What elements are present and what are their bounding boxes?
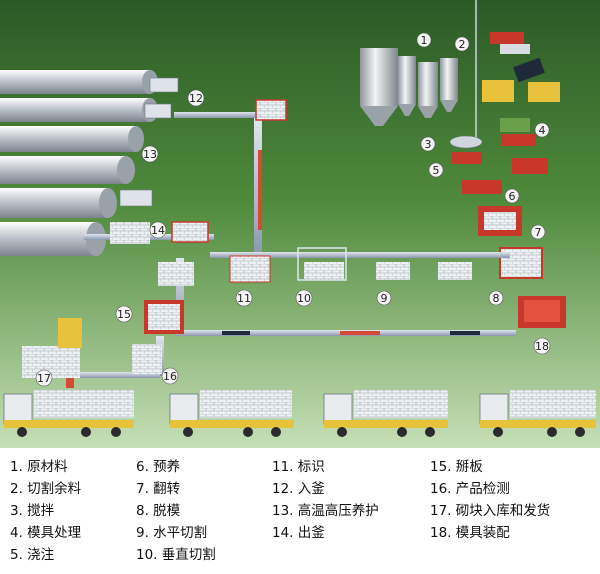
station-number: 14	[151, 224, 165, 237]
legend-item: 4. 模具处理	[10, 525, 82, 541]
station-marker-12: 12	[187, 89, 205, 107]
station-marker-6: 6	[504, 188, 520, 204]
station-number: 18	[535, 340, 549, 353]
legend-item: 15. 掰板	[430, 459, 483, 475]
legend-item: 10. 垂直切割	[136, 547, 216, 563]
station-marker-4: 4	[534, 122, 550, 138]
legend-column-2: 6. 预养 7. 翻转 8. 脱模 9. 水平切割 10. 垂直切割	[136, 456, 216, 566]
station-number: 16	[163, 370, 177, 383]
legend-item: 5. 浇注	[10, 547, 55, 563]
station-marker-15: 15	[115, 305, 133, 323]
autoclaves	[0, 70, 179, 256]
station-marker-18: 18	[533, 337, 551, 355]
legend-item: 11. 标识	[272, 459, 325, 475]
delivery-trucks	[3, 390, 596, 437]
station-marker-8: 8	[488, 290, 504, 306]
legend-item: 13. 高温高压养护	[272, 503, 379, 519]
station-marker-2: 2	[454, 36, 470, 52]
legend-item: 3. 搅拌	[10, 503, 55, 519]
station-number: 10	[297, 292, 311, 305]
legend-item: 12. 入釜	[272, 481, 325, 497]
legend-item: 9. 水平切割	[136, 525, 208, 541]
station-marker-17: 17	[35, 369, 53, 387]
station-marker-7: 7	[530, 224, 546, 240]
legend-column-1: 1. 原材料 2. 切割余料 3. 搅拌 4. 模具处理 5. 浇注	[10, 456, 81, 566]
station-number: 3	[425, 138, 432, 151]
legend-column-3: 11. 标识 12. 入釜 13. 高温高压养护 14. 出釜	[272, 456, 379, 544]
legend-item: 1. 原材料	[10, 459, 68, 475]
station-labels: 1 2 3 4 5 6 7 8 9 10 11 12 13 14 15 16 1…	[35, 32, 551, 387]
legend-item: 17. 砌块入库和发货	[430, 503, 551, 519]
station-number: 1	[421, 34, 428, 47]
station-marker-16: 16	[161, 367, 179, 385]
station-number: 7	[535, 226, 542, 239]
process-diagram: 1 2 3 4 5 6 7 8 9 10 11 12 13 14 15 16 1…	[0, 0, 600, 448]
mold-handling-machines	[482, 32, 560, 146]
legend-column-4: 15. 掰板 16. 产品检测 17. 砌块入库和发货 18. 模具装配	[430, 456, 550, 544]
station-marker-10: 10	[295, 289, 313, 307]
station-number: 4	[539, 124, 546, 137]
station-marker-3: 3	[420, 136, 436, 152]
process-legend: 1. 原材料 2. 切割余料 3. 搅拌 4. 模具处理 5. 浇注 6. 预养…	[0, 448, 600, 574]
block-stacks	[22, 99, 472, 378]
legend-item: 8. 脱模	[136, 503, 181, 519]
station-number: 5	[433, 164, 440, 177]
station-marker-9: 9	[376, 290, 392, 306]
station-number: 11	[237, 292, 251, 305]
station-number: 2	[459, 38, 466, 51]
station-number: 6	[509, 190, 516, 203]
legend-item: 7. 翻转	[136, 481, 181, 497]
station-marker-5: 5	[428, 162, 444, 178]
station-number: 8	[493, 292, 500, 305]
legend-item: 18. 模具装配	[430, 525, 510, 541]
legend-item: 2. 切割余料	[10, 481, 82, 497]
station-marker-11: 11	[235, 289, 253, 307]
casting-line	[452, 152, 566, 328]
station-number: 15	[117, 308, 131, 321]
station-marker-13: 13	[141, 145, 159, 163]
raw-material-silos	[360, 0, 483, 149]
station-number: 13	[143, 148, 157, 161]
station-number: 9	[381, 292, 388, 305]
legend-item: 6. 预养	[136, 459, 181, 475]
station-number: 12	[189, 92, 203, 105]
legend-item: 14. 出釜	[272, 525, 325, 541]
station-marker-1: 1	[416, 32, 432, 48]
station-number: 17	[37, 372, 51, 385]
station-marker-14: 14	[149, 221, 167, 239]
legend-item: 16. 产品检测	[430, 481, 510, 497]
